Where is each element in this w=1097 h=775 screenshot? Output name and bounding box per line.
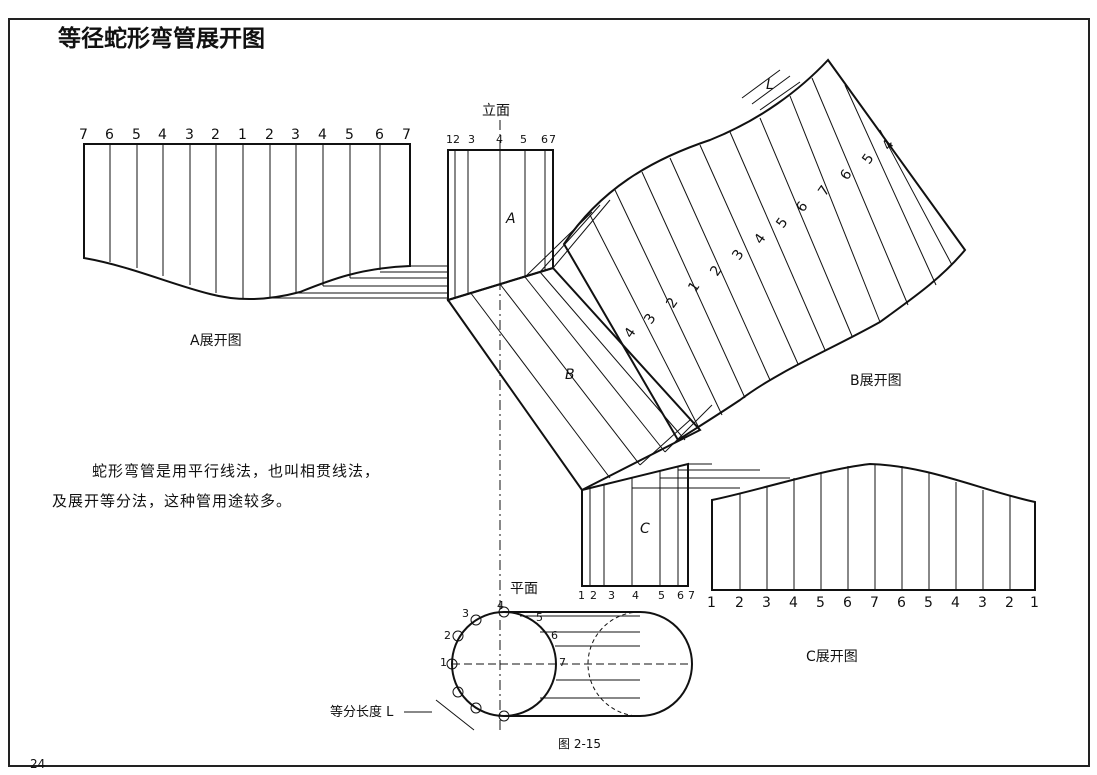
a-projection-lines [270, 265, 448, 299]
c-plan-num: 7 [688, 589, 695, 602]
c-plan-num: 4 [632, 589, 639, 602]
c-development-shape [711, 462, 1036, 591]
a-elev-num: 1 [446, 133, 453, 146]
a-elev-num: 4 [496, 133, 503, 146]
a-elev-num: 3 [468, 133, 475, 146]
c-dev-num: 1 [707, 595, 716, 611]
a-dev-num: 4 [318, 127, 327, 143]
c-dev-num: 2 [735, 595, 744, 611]
page-number: 24 [30, 757, 46, 771]
a-dev-num: 2 [211, 127, 220, 143]
a-section-label: A [506, 211, 516, 227]
c-dev-num: 7 [870, 595, 879, 611]
circle-num: 6 [551, 629, 558, 642]
c-dev-num: 4 [789, 595, 798, 611]
figure-label: 图 2-15 [558, 737, 602, 751]
b-section-label: B [565, 367, 575, 383]
a-dev-num: 5 [132, 127, 141, 143]
c-plan-num: 5 [658, 589, 665, 602]
a-dev-num: 3 [185, 127, 194, 143]
a-dev-num: 4 [158, 127, 167, 143]
plan-label: 平面 [510, 581, 538, 597]
c-section-label: C [640, 521, 650, 537]
a-dev-num: 2 [265, 127, 274, 143]
c-development-label: C展开图 [806, 649, 858, 665]
length-marker [741, 69, 801, 111]
c-plan-num: 3 [608, 589, 615, 602]
c-dev-num: 2 [1005, 595, 1014, 611]
a-elev-num: 5 [520, 133, 527, 146]
a-dev-num: 7 [79, 127, 88, 143]
c-plan-num: 2 [590, 589, 597, 602]
equal-length-label: 等分长度 L [330, 705, 394, 720]
elevation-label: 立面 [482, 103, 510, 119]
c-dev-num: 5 [924, 595, 933, 611]
b-development-label: B展开图 [850, 373, 902, 389]
c-dev-num: 6 [843, 595, 852, 611]
c-plan-num: 1 [578, 589, 585, 602]
c-dev-num: 3 [762, 595, 771, 611]
circle-num: 4 [497, 599, 504, 612]
page-title: 等径蛇形弯管展开图 [58, 26, 265, 52]
circle-num: 2 [444, 629, 451, 642]
c-dev-num: 6 [897, 595, 906, 611]
description-line-2: 及展开等分法，这种管用途较多。 [52, 492, 293, 510]
circle-num: 3 [462, 607, 469, 620]
a-dev-num: 7 [402, 127, 411, 143]
a-development-shape [83, 143, 411, 301]
circle-num: 7 [559, 656, 566, 669]
description-line-1: 蛇形弯管是用平行线法，也叫相贯线法， [92, 462, 381, 480]
circle-num: 1 [440, 656, 447, 669]
page-frame [8, 18, 1090, 767]
c-dev-num: 5 [816, 595, 825, 611]
c-elevation-shape [581, 462, 689, 587]
c-dev-num: 3 [978, 595, 987, 611]
c-dev-num: 4 [951, 595, 960, 611]
b-development-shape [562, 58, 967, 442]
a-development-label: A展开图 [190, 333, 242, 349]
a-dev-num: 6 [375, 127, 384, 143]
a-elev-num: 7 [549, 133, 556, 146]
a-dev-num: 3 [291, 127, 300, 143]
circle-num: 5 [536, 611, 543, 624]
length-label: L [766, 77, 774, 93]
c-dev-num: 1 [1030, 595, 1039, 611]
a-dev-num: 5 [345, 127, 354, 143]
a-elev-num: 6 [541, 133, 548, 146]
a-dev-num: 1 [238, 127, 247, 143]
a-dev-num: 6 [105, 127, 114, 143]
b-projection-lines [524, 199, 713, 466]
plan-view [404, 606, 693, 731]
c-projection-lines [632, 463, 790, 489]
a-elev-num: 2 [453, 133, 460, 146]
c-plan-num: 6 [677, 589, 684, 602]
